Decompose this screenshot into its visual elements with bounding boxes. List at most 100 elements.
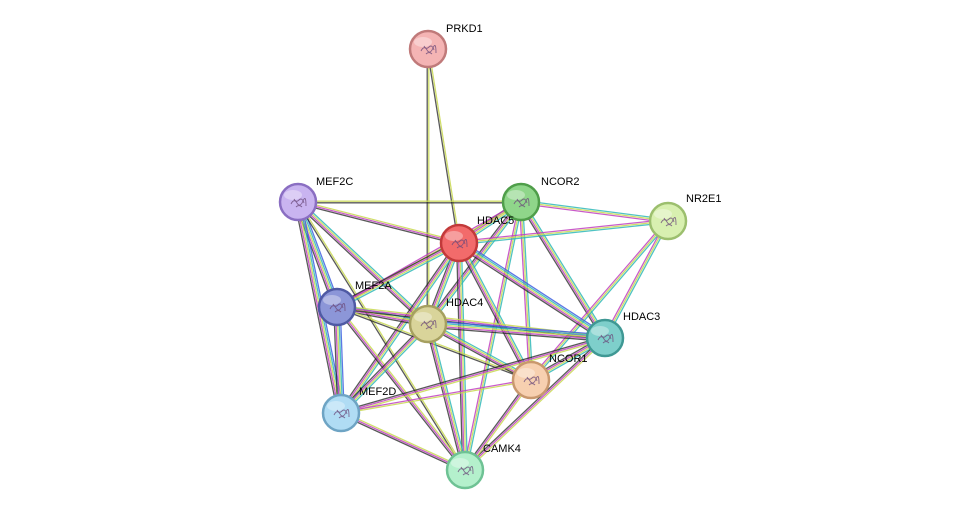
edge-strand xyxy=(426,325,531,383)
edge-strand xyxy=(460,239,608,336)
node-circle[interactable] xyxy=(317,287,357,327)
node-label: HDAC4 xyxy=(446,297,483,309)
edge-strand xyxy=(341,380,532,415)
protein-structure-icon xyxy=(290,197,307,208)
edge-strand xyxy=(458,218,668,243)
node-mef2c[interactable]: MEF2C xyxy=(278,176,353,222)
edge-strand xyxy=(297,201,460,244)
edge-strand xyxy=(335,240,459,306)
edge-strand xyxy=(295,203,427,327)
edge-strand xyxy=(428,321,606,338)
node-circle[interactable] xyxy=(439,223,479,263)
node-camk4[interactable]: CAMK4 xyxy=(445,443,521,490)
edge-ncor1-mef2d xyxy=(340,378,532,415)
edge-strand xyxy=(463,336,605,470)
protein-structure-icon xyxy=(329,302,346,313)
edge-strand xyxy=(336,306,466,471)
node-hdac3[interactable]: HDAC3 xyxy=(585,311,660,358)
edge-strand xyxy=(340,413,465,473)
edge-strand xyxy=(342,243,462,415)
protein-structure-icon xyxy=(333,408,350,419)
edge-strand xyxy=(299,199,431,323)
node-label: MEF2D xyxy=(359,386,396,398)
node-hdac5[interactable]: HDAC5 xyxy=(439,215,514,263)
edge-hdac3-mef2d xyxy=(340,335,606,416)
edge-strand xyxy=(457,243,605,340)
edge-mef2c-camk4 xyxy=(296,201,467,471)
node-ncor2[interactable]: NCOR2 xyxy=(501,176,580,222)
node-mef2a[interactable]: MEF2A xyxy=(317,280,392,327)
node-label: NCOR2 xyxy=(541,176,580,188)
node-label: CAMK4 xyxy=(483,443,521,455)
node-highlight xyxy=(654,209,672,219)
edge-strand xyxy=(341,243,461,414)
edge-strand xyxy=(455,243,464,471)
edge-strand xyxy=(335,307,465,472)
node-nr2e1[interactable]: NR2E1 xyxy=(648,193,721,241)
edge-nr2e1-hdac5 xyxy=(458,218,669,246)
edge-strand xyxy=(605,221,670,340)
edge-strand xyxy=(339,322,428,413)
node-prkd1[interactable]: PRKD1 xyxy=(408,23,483,69)
node-highlight xyxy=(445,231,463,241)
edge-strand xyxy=(521,199,669,221)
node-circle[interactable] xyxy=(408,29,448,69)
edge-strand xyxy=(531,221,670,382)
edge-strand xyxy=(338,321,427,412)
edge-strand xyxy=(465,338,607,472)
protein-structure-icon xyxy=(523,375,540,386)
edge-strand xyxy=(458,220,669,244)
protein-structure-icon xyxy=(451,238,468,249)
node-circle[interactable] xyxy=(321,393,361,433)
edge-hdac4-ncor1 xyxy=(426,321,533,383)
node-circle[interactable] xyxy=(445,450,485,490)
edge-strand xyxy=(427,323,606,339)
edge-strand xyxy=(429,323,468,470)
edge-hdac4-hdac3 xyxy=(427,320,606,342)
protein-structure-icon xyxy=(513,197,530,208)
node-highlight xyxy=(591,326,609,336)
edge-mef2a-camk4 xyxy=(335,305,467,472)
edge-strand xyxy=(518,202,604,340)
edge-strand xyxy=(425,200,520,323)
node-highlight xyxy=(284,190,302,200)
edge-strand xyxy=(427,326,605,342)
edge-strand xyxy=(457,243,465,471)
edge-strand xyxy=(428,320,606,336)
edge-hdac3-camk4 xyxy=(463,336,607,472)
edge-strand xyxy=(464,201,522,471)
edge-strand xyxy=(341,338,606,416)
edge-ncor2-camk4 xyxy=(462,201,524,471)
node-highlight xyxy=(414,312,432,322)
node-circle[interactable] xyxy=(648,201,688,241)
node-label: NCOR1 xyxy=(549,353,588,365)
edge-strand xyxy=(456,245,604,342)
edge-prkd1-hdac4 xyxy=(426,49,430,324)
node-ncor1[interactable]: NCOR1 xyxy=(511,353,588,400)
edge-ncor2-nr2e1 xyxy=(520,199,669,224)
node-mef2d[interactable]: MEF2D xyxy=(321,386,396,433)
node-circle[interactable] xyxy=(501,182,541,222)
edge-strand xyxy=(530,220,669,381)
node-label: MEF2A xyxy=(355,280,392,292)
protein-structure-icon xyxy=(597,333,614,344)
edge-strand xyxy=(518,202,531,381)
edge-nr2e1-hdac3 xyxy=(603,219,670,340)
protein-structure-icon xyxy=(420,319,437,330)
edge-mef2c-ncor2 xyxy=(298,200,521,204)
edge-hdac5-mef2d xyxy=(338,241,462,415)
node-highlight xyxy=(507,190,525,200)
node-circle[interactable] xyxy=(408,304,448,344)
edge-strand xyxy=(462,201,521,470)
node-circle[interactable] xyxy=(585,318,625,358)
node-highlight xyxy=(323,295,341,305)
edge-prkd1-hdac5 xyxy=(426,48,461,244)
node-hdac4[interactable]: HDAC4 xyxy=(408,297,483,344)
node-circle[interactable] xyxy=(511,360,551,400)
protein-structure-icon xyxy=(420,44,437,55)
edge-strand xyxy=(459,221,669,246)
edge-strand xyxy=(459,242,467,470)
node-circle[interactable] xyxy=(278,182,318,222)
